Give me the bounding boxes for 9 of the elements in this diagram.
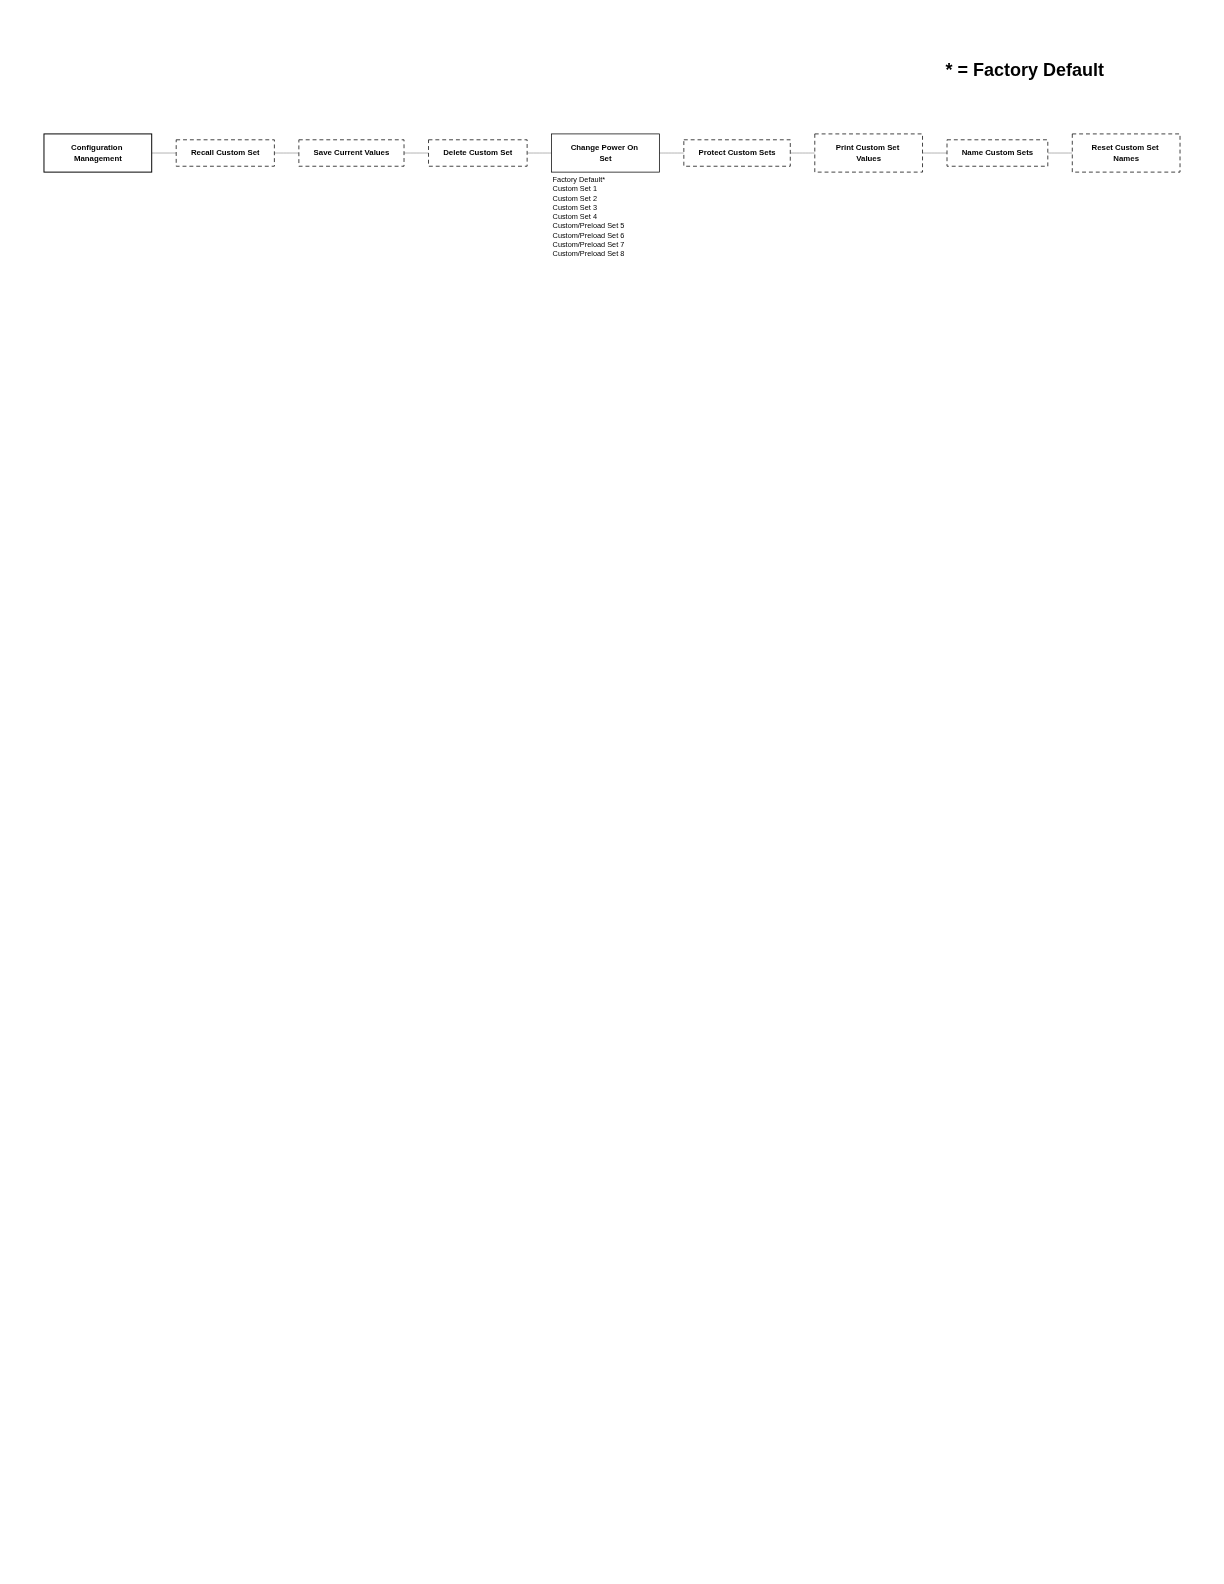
connector	[790, 152, 816, 154]
note-text: * = Factory Default	[945, 60, 1104, 81]
connector	[659, 152, 685, 154]
connector	[151, 152, 177, 154]
connector	[1047, 152, 1073, 154]
connector	[403, 152, 429, 154]
connector	[922, 152, 948, 154]
connector	[274, 152, 300, 154]
connector	[526, 152, 552, 154]
